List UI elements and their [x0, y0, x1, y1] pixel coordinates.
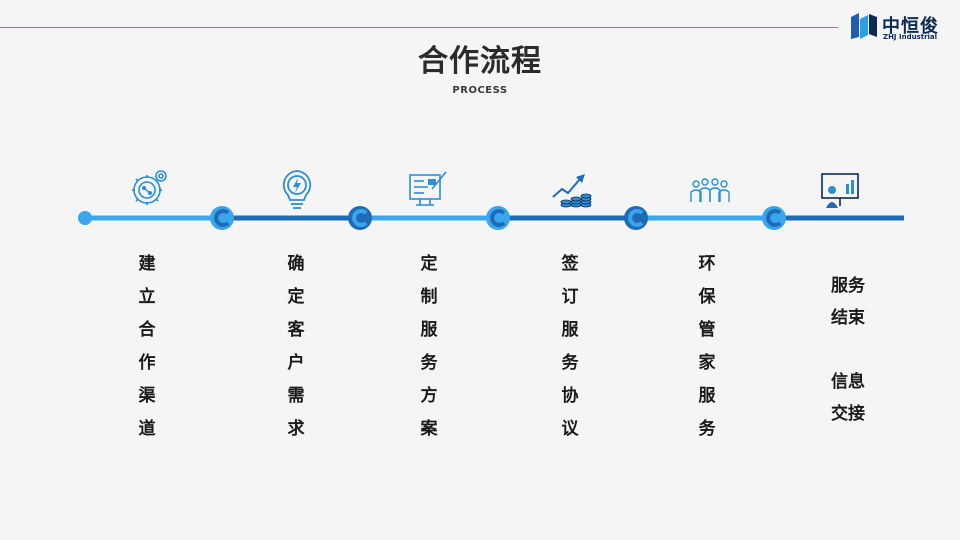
timeline-node-1: [210, 206, 234, 230]
step-3-char: 案: [420, 419, 438, 439]
logo-chinese-name: 中恒俊: [882, 16, 939, 37]
timeline-node-4: [624, 206, 648, 230]
timeline-start-dot: [78, 211, 92, 225]
timeline-node-3: [486, 206, 510, 230]
page-title: 合作流程: [418, 44, 542, 79]
step-3-char: 务: [420, 353, 438, 373]
step-1-char: 立: [138, 287, 156, 307]
step-label-1: 建 立 合 作 渠 道: [127, 248, 167, 446]
process-timeline: [78, 206, 904, 230]
step-4-char: 订: [561, 287, 579, 307]
final-step-line: 结束: [831, 308, 865, 328]
step-4-char: 服: [561, 320, 579, 340]
step-label-2: 确 定 客 户 需 求: [276, 248, 316, 446]
page-subtitle: PROCESS: [452, 85, 508, 96]
final-step-label: 服务 结束 信息 交接: [816, 270, 880, 430]
step-5-char: 务: [698, 419, 716, 439]
step-label-5: 环 保 管 家 服 务: [687, 248, 727, 446]
step-1-char: 道: [138, 419, 156, 439]
timeline-node-5: [762, 206, 786, 230]
step-5-char: 环: [698, 254, 716, 274]
step-2-char: 户: [287, 353, 305, 373]
step-label-3: 定 制 服 务 方 案: [409, 248, 449, 446]
step-5-char: 服: [698, 386, 716, 406]
step-label-4: 签 订 服 务 协 议: [550, 248, 590, 446]
step-1-char: 渠: [138, 386, 156, 406]
final-step-line: 信息: [831, 372, 865, 392]
step-2-char: 客: [287, 320, 305, 340]
step-2-char: 确: [287, 254, 305, 274]
step-2-char: 需: [287, 386, 305, 406]
final-step-line: 服务: [831, 276, 865, 296]
step-2-char: 求: [287, 419, 305, 439]
step-5-char: 保: [698, 287, 716, 307]
logo-english-name: ZHJ Industrial: [883, 33, 938, 41]
gear-network-icon: [132, 170, 167, 205]
step-3-char: 定: [420, 254, 438, 274]
lightbulb-icon: [282, 170, 312, 209]
step-4-char: 签: [561, 254, 579, 274]
step-3-char: 服: [420, 320, 438, 340]
company-logo: 中恒俊 ZHJ Industrial: [849, 10, 949, 44]
step-1-char: 合: [138, 320, 156, 340]
step-2-char: 定: [287, 287, 305, 307]
header-divider-line: [0, 27, 838, 28]
final-step-line: 交接: [831, 404, 865, 424]
timeline-node-2: [348, 206, 372, 230]
step-3-char: 方: [420, 386, 438, 406]
step-4-char: 务: [561, 353, 579, 373]
team-people-icon: [690, 178, 730, 202]
step-1-char: 建: [138, 254, 156, 274]
logo-mark-icon: [851, 13, 877, 39]
step-1-char: 作: [138, 353, 156, 373]
step-4-char: 协: [561, 386, 579, 406]
growth-chart-coins-icon: [552, 174, 592, 208]
step-5-char: 家: [698, 353, 716, 373]
step-5-char: 管: [698, 320, 716, 340]
step-4-char: 议: [561, 419, 579, 439]
step-3-char: 制: [420, 287, 438, 307]
presentation-board-icon: [409, 171, 447, 206]
presenter-board-icon: [821, 173, 859, 208]
